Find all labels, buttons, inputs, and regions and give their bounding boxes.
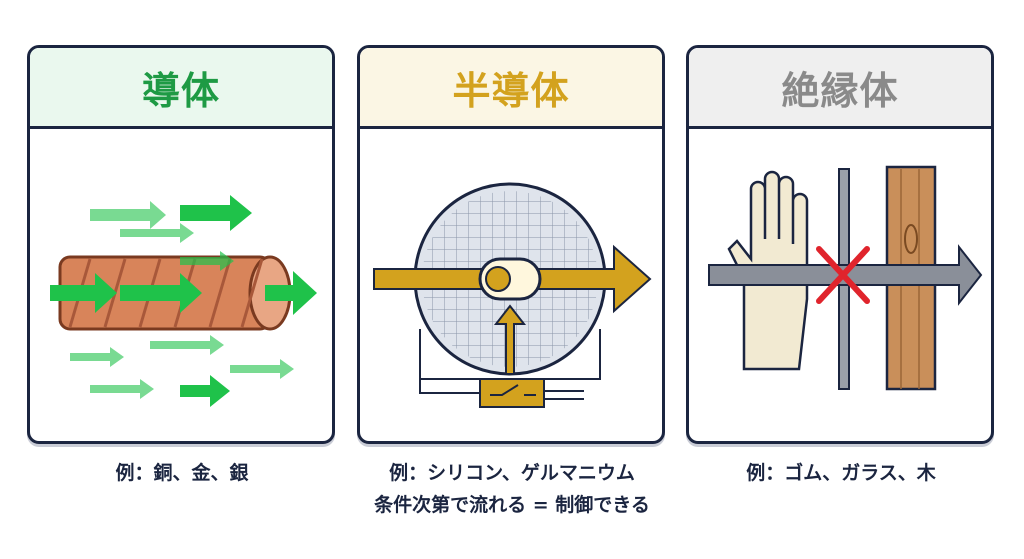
semiconductor-illustration: [373, 182, 652, 408]
insulator-title: 絶縁体: [689, 48, 991, 129]
electron-flow-arrows-icon: [50, 195, 317, 407]
conductor-panel: 導体: [27, 45, 335, 444]
semiconductor-note: 条件次第で流れる = 制御できる: [374, 494, 650, 516]
insulator-illustration: [708, 165, 983, 391]
current-arrow-icon: [373, 244, 652, 375]
conductor-title: 導体: [30, 48, 332, 129]
insulator-examples: 例：ゴム、ガラス、木: [746, 462, 936, 484]
insulator-panel: 絶縁体: [686, 45, 994, 444]
conductor-illustration: [50, 195, 317, 407]
switch-icon: [419, 378, 584, 408]
semiconductor-panel: 半導体: [357, 45, 665, 444]
cross-mark-icon: [816, 246, 870, 304]
semiconductor-examples: 例：シリコン、ゲルマニウム: [389, 462, 635, 484]
semiconductor-title: 半導体: [360, 48, 662, 129]
conductor-examples: 例：銅、金、銀: [115, 462, 249, 484]
